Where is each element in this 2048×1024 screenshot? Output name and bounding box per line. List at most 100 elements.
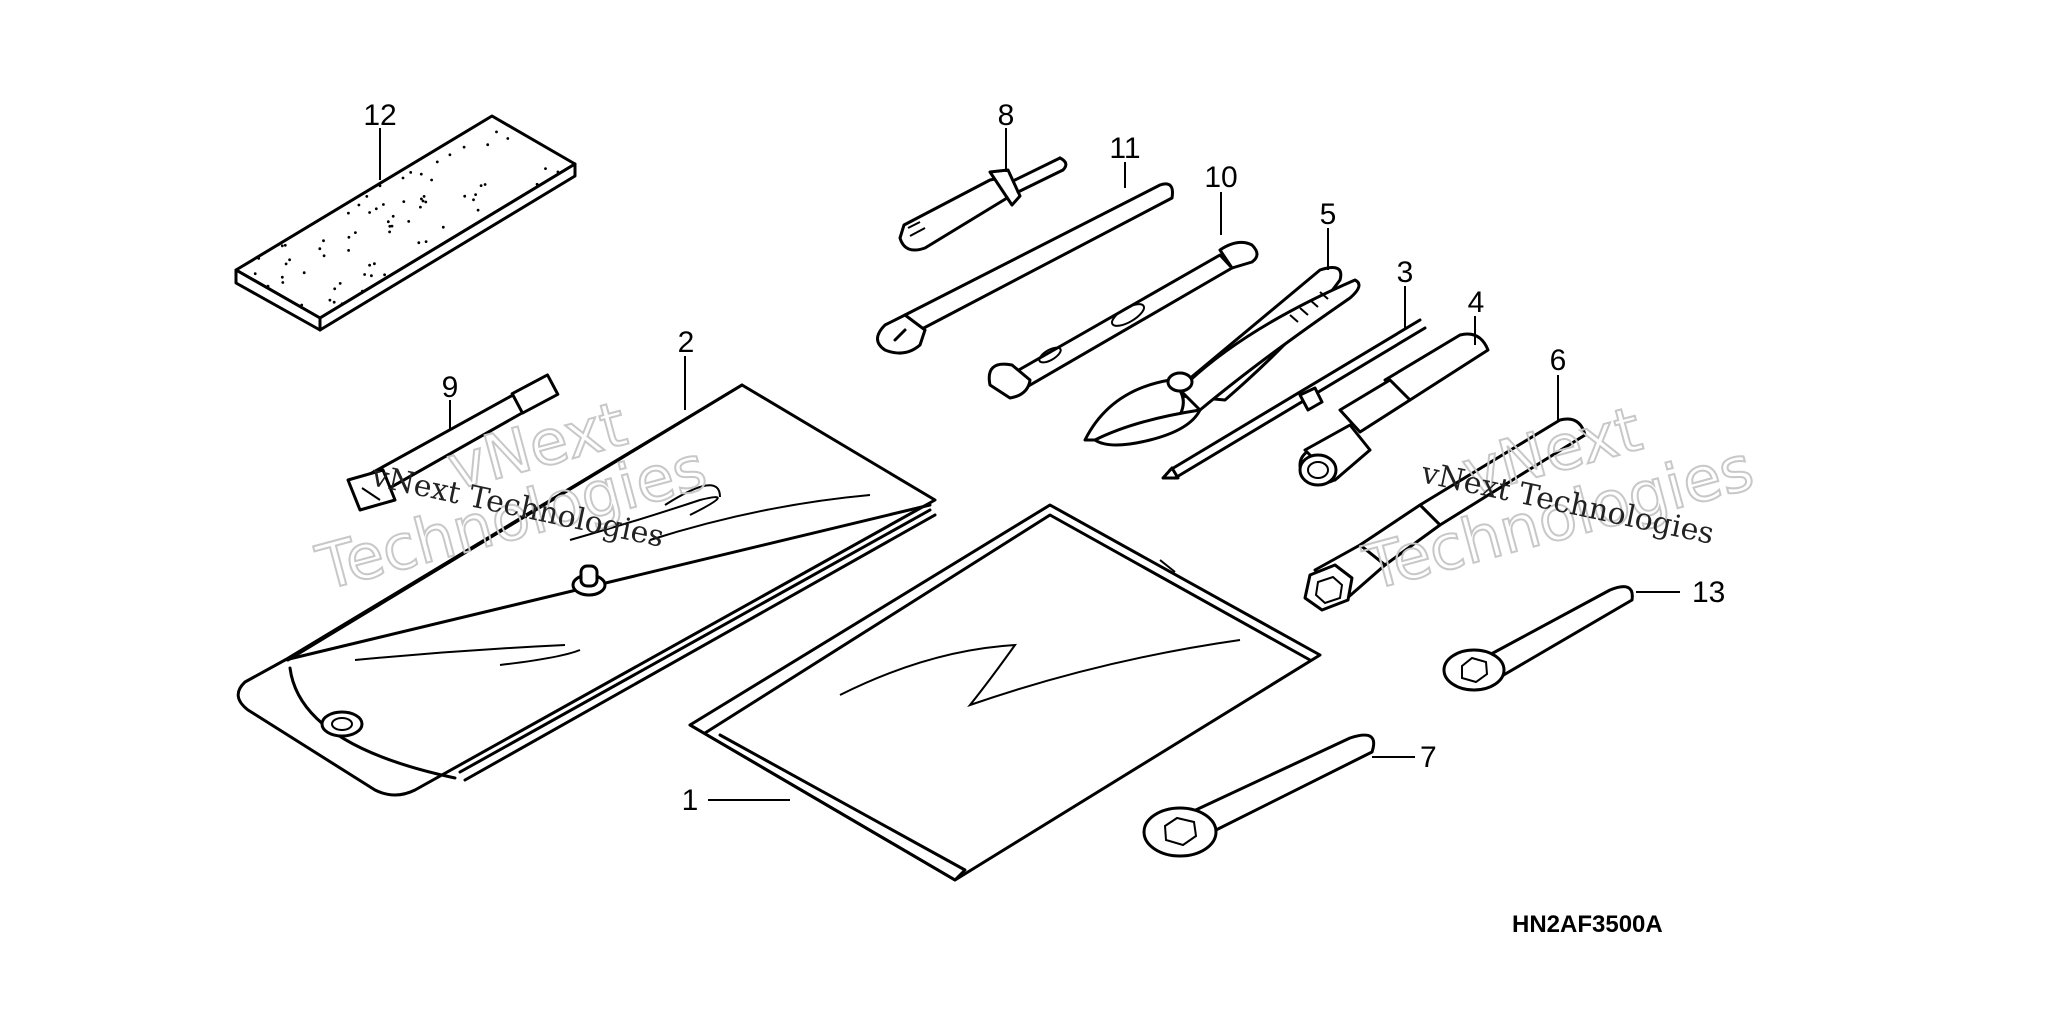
foam-speckle: [322, 254, 326, 258]
foam-speckle: [435, 160, 439, 164]
foam-speckle: [318, 247, 322, 251]
callout-1: 1: [682, 784, 699, 817]
foam-speckle: [280, 244, 284, 248]
foam-speckle: [340, 302, 344, 306]
foam-speckle: [409, 171, 413, 174]
foam-speckle: [257, 257, 261, 260]
foam-speckle: [479, 184, 483, 188]
foam-speckle: [544, 167, 547, 171]
foam-speckle: [556, 170, 560, 174]
foam-speckle: [424, 240, 428, 244]
callout-9: 9: [442, 371, 459, 404]
part-4-socket-wrench: [1298, 332, 1490, 487]
foam-speckle: [302, 271, 306, 275]
foam-speckle: [338, 282, 342, 285]
foam-speckle: [347, 211, 350, 215]
callout-12: 12: [363, 99, 396, 132]
foam-speckle: [401, 176, 405, 180]
foam-speckle: [361, 289, 364, 293]
foam-speckle: [333, 287, 337, 291]
diagram-code: HN2AF3500A: [1512, 911, 1663, 938]
foam-speckle: [266, 284, 270, 288]
foam-speckle: [373, 262, 376, 266]
callout-3: 3: [1397, 256, 1414, 289]
part-11-long-wrench: [876, 182, 1174, 355]
part-3-screwdriver-shaft: [1161, 318, 1427, 480]
foam-speckle: [386, 220, 390, 224]
foam-speckle: [253, 272, 257, 276]
part-5-pliers: [1083, 266, 1361, 447]
part-7-large-wrench: [1142, 733, 1376, 858]
callout-11: 11: [1109, 132, 1140, 165]
callout-4: 4: [1468, 286, 1485, 319]
foam-speckle: [476, 208, 480, 212]
foam-speckle: [322, 239, 325, 243]
part-2-tool-bag: [236, 383, 937, 797]
foam-speckle: [383, 273, 386, 277]
foam-speckle: [419, 205, 422, 209]
foam-speckle: [421, 199, 425, 203]
foam-speckle: [365, 195, 369, 198]
foam-speckle: [448, 153, 452, 157]
foam-speckle: [370, 274, 373, 278]
foam-speckle: [283, 243, 287, 247]
foam-speckle: [347, 249, 350, 252]
foam-speckle: [357, 203, 361, 207]
part-8-screwdriver-handle: [898, 156, 1068, 252]
foam-speckle: [420, 197, 423, 201]
foam-speckle: [328, 298, 332, 302]
foam-speckle: [388, 224, 392, 228]
part-13-small-wrench: [1442, 585, 1634, 692]
foam-speckle: [280, 275, 284, 279]
part-6-long-socket: [1303, 417, 1587, 612]
foam-speckle: [332, 300, 336, 304]
foam-speckle: [417, 241, 421, 245]
foam-speckle: [430, 178, 433, 182]
callouts: 12 2 9 8 11 10 5 3 4 6 13 7 1: [363, 99, 1725, 817]
foam-speckle: [300, 303, 304, 307]
callout-13: 13: [1692, 576, 1725, 609]
foam-speckle: [388, 230, 391, 234]
foam-speckle: [374, 207, 378, 211]
callout-10: 10: [1204, 161, 1237, 194]
foam-speckle: [347, 235, 351, 239]
foam-speckle: [462, 145, 466, 149]
part-12-foam-pad: [234, 114, 577, 332]
foam-speckle: [463, 194, 467, 198]
foam-speckle: [424, 200, 428, 204]
leader-lines: [379, 128, 1680, 801]
foam-speckle: [422, 195, 426, 198]
foam-speckle: [402, 200, 406, 204]
part-1-document-bag: [688, 503, 1322, 882]
foam-speckle: [281, 281, 285, 284]
foam-speckle: [474, 193, 477, 197]
callout-6: 6: [1550, 344, 1567, 377]
foam-speckle: [288, 258, 291, 262]
callout-8: 8: [998, 99, 1015, 132]
foam-speckle: [368, 211, 371, 214]
callout-7: 7: [1420, 741, 1437, 774]
callout-2: 2: [678, 326, 695, 359]
foam-speckle: [368, 263, 371, 267]
foam-speckle: [441, 225, 445, 229]
foam-speckle: [363, 273, 366, 276]
part-9-strap: [346, 373, 560, 512]
foam-speckle: [472, 198, 475, 202]
callout-5: 5: [1320, 198, 1337, 231]
foam-speckle: [486, 143, 490, 147]
watermark-right: vNext Technologies vNext Technologies: [1355, 391, 1762, 606]
foam-speckle: [382, 203, 385, 206]
foam-speckle: [390, 224, 394, 228]
foam-speckle: [419, 172, 423, 176]
part-10-combination-wrench: [987, 240, 1259, 400]
foam-speckle: [354, 231, 357, 235]
foam-speckle: [391, 214, 395, 218]
foam-speckle: [535, 182, 539, 186]
foam-speckle: [407, 220, 411, 223]
foam-speckle: [483, 183, 487, 186]
foam-speckle: [378, 184, 382, 188]
foam-speckle: [495, 130, 498, 134]
foam-speckle: [506, 137, 510, 140]
watermark-left: vNext Technologies vNext Technologies: [308, 386, 715, 606]
